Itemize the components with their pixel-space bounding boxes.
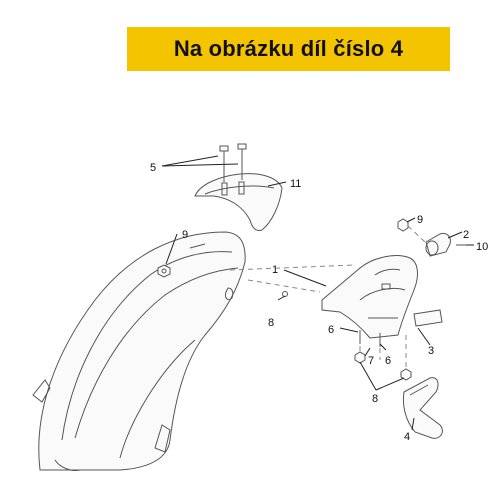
callout-2: 2 xyxy=(463,229,469,241)
nut-right xyxy=(397,218,409,232)
reflector-bracket xyxy=(402,377,443,439)
callout-1: 1 xyxy=(272,264,278,276)
banner-title: Na obrázku díl číslo 4 xyxy=(173,36,404,61)
highlight-banner: Na obrázku díl číslo 4 xyxy=(127,27,450,71)
nut-left xyxy=(157,264,171,278)
fastener-group xyxy=(282,291,412,381)
grab-handle xyxy=(194,173,283,231)
rear-body-cover xyxy=(32,231,246,471)
callout-10: 10 xyxy=(476,241,488,253)
callout-8-right: 8 xyxy=(372,393,378,405)
callout-4: 4 xyxy=(404,431,410,443)
callout-6-right: 6 xyxy=(385,355,391,367)
callout-6-left: 6 xyxy=(328,324,334,336)
screw-pair xyxy=(219,143,247,182)
license-plate-holder xyxy=(321,255,418,339)
callout-11: 11 xyxy=(290,178,301,190)
leader-lines xyxy=(161,155,474,431)
callout-5: 5 xyxy=(150,162,156,174)
callout-9-right: 9 xyxy=(417,214,423,226)
plate-light-lens xyxy=(413,309,443,327)
assembly-guides xyxy=(229,225,426,368)
callout-3: 3 xyxy=(428,345,434,357)
callout-8-left: 8 xyxy=(268,317,274,329)
tail-light xyxy=(425,233,451,257)
callout-9-left: 9 xyxy=(182,229,188,241)
callout-7: 7 xyxy=(368,355,374,367)
callout-labels: 5 11 9 1 9 2 10 8 6 7 6 3 8 4 xyxy=(150,162,488,443)
